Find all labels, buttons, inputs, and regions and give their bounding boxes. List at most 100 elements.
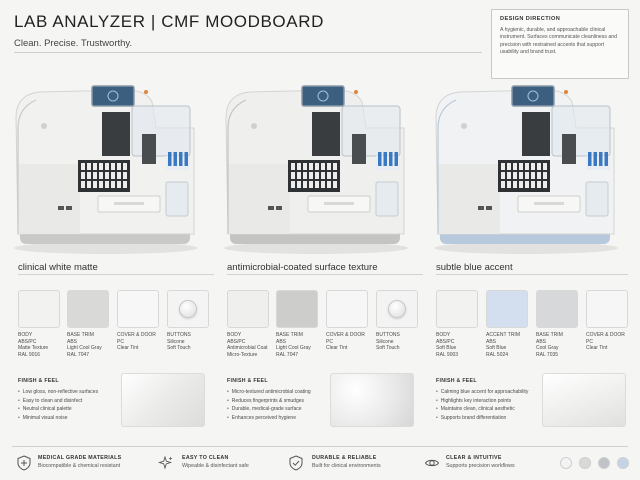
swatch-buttons: [167, 290, 209, 328]
swatch-body: [18, 290, 60, 328]
machine-screen: [511, 85, 555, 107]
drawer-handle: [324, 202, 354, 205]
sample-tube: [291, 181, 295, 188]
machine-edge-accent: [437, 99, 457, 234]
brand-logo-icon: [461, 123, 467, 129]
sample-tube: [303, 163, 307, 170]
finish-title: FINISH & FEEL: [227, 378, 268, 384]
feature-durable: DURABLE & RELIABLE Built for clinical en…: [312, 455, 381, 469]
reagent-tube: [173, 152, 177, 166]
swatch-label: BODY ABS/PC Antimicrobial Coat Micro-Tex…: [227, 332, 279, 358]
sample-tube: [501, 163, 505, 170]
reagent-rack: [586, 156, 610, 170]
swatch-line: Antimicrobial Coat: [227, 345, 268, 352]
sample-tube: [531, 172, 535, 179]
sample-tube: [513, 172, 517, 179]
swatch-line: PC: [586, 338, 593, 345]
sample-tube: [519, 172, 523, 179]
sample-tube: [111, 163, 115, 170]
machine-edge-accent: [227, 99, 247, 234]
texture-sample: [542, 373, 626, 427]
reagent-tube: [378, 152, 382, 166]
sample-tube: [123, 163, 127, 170]
usb-port: [486, 206, 492, 210]
status-light: [144, 90, 148, 94]
swatch-line: RAL 5024: [486, 351, 509, 358]
eye-icon: [424, 459, 440, 467]
sample-tube: [105, 163, 109, 170]
sample-tube: [309, 172, 313, 179]
sample-tube: [513, 181, 517, 188]
feature-subtitle: Supports precision workflows: [446, 463, 515, 469]
sample-tube: [93, 172, 97, 179]
sample-tube: [531, 181, 535, 188]
swatch-label: BASE TRIM ABS Cool Gray RAL 7035: [536, 332, 588, 358]
reagent-tube: [588, 152, 592, 166]
brand-logo-icon: [251, 123, 257, 129]
sample-tube: [87, 172, 91, 179]
finish-item: Durable, medical-grade surface: [227, 405, 311, 414]
swatch-label: COVER & DOOR PC Clear Tint: [326, 332, 378, 352]
sample-tube: [321, 181, 325, 188]
swatch-line: BODY: [18, 332, 33, 338]
sample-tube: [537, 163, 541, 170]
finish-list: Low gloss, non-reflective surfaces Easy …: [18, 388, 98, 422]
sample-rack: [288, 160, 340, 192]
sample-tube: [513, 163, 517, 170]
machine-screen: [91, 85, 135, 107]
reagent-tube: [389, 152, 393, 166]
machine-shadow: [224, 242, 408, 254]
finish-item: Low gloss, non-reflective surfaces: [18, 388, 98, 397]
swatch-line: Soft Touch: [376, 345, 400, 352]
swatch-line: BASE TRIM: [276, 332, 303, 338]
texture-sample: [121, 373, 205, 427]
page-tagline: Clean. Precise. Trustworthy.: [14, 38, 133, 49]
side-window: [165, 181, 189, 217]
swatch-line: Clear Tint: [326, 345, 348, 352]
variant-label: subtle blue accent: [436, 262, 513, 273]
sample-tube: [87, 163, 91, 170]
machine-screen: [301, 85, 345, 107]
variant-label: antimicrobial-coated surface texture: [227, 262, 378, 273]
variant-label: clinical white matte: [18, 262, 98, 273]
swatch-line: RAL 7047: [276, 351, 299, 358]
reagent-tube: [599, 152, 603, 166]
finish-list: Micro-textured antimicrobial coating Red…: [227, 388, 311, 422]
finish-item: Micro-textured antimicrobial coating: [227, 388, 311, 397]
sample-tube: [297, 172, 301, 179]
finish-list: Calming blue accent for approachability …: [436, 388, 529, 422]
sample-tube: [123, 172, 127, 179]
footer-divider: [12, 446, 628, 447]
reagent-rack: [166, 156, 190, 170]
sample-tube: [309, 181, 313, 188]
sample-tube: [111, 172, 115, 179]
feature-subtitle: Biocompatible & chemical resistant: [38, 463, 121, 469]
palette-dot: [560, 457, 572, 469]
swatch-line: BUTTONS: [167, 332, 191, 338]
palette-dot: [579, 457, 591, 469]
finish-item: Easy to clean and disinfect: [18, 397, 98, 406]
sample-tube: [99, 163, 103, 170]
sample-tube: [315, 163, 319, 170]
sample-tube: [117, 163, 121, 170]
feature-subtitle: Built for clinical environments: [312, 463, 381, 469]
sample-tube: [309, 163, 313, 170]
sample-tube: [519, 181, 523, 188]
analyzer-render-antimicrobial: [216, 68, 412, 258]
reagent-tube: [184, 152, 188, 166]
sample-tube: [543, 172, 547, 179]
swatch-line: ABS: [486, 338, 497, 345]
sample-tube: [327, 163, 331, 170]
finish-title: FINISH & FEEL: [18, 378, 59, 384]
shield-check-icon: [289, 455, 303, 471]
button-knob-icon: [388, 300, 406, 318]
sample-tube: [315, 181, 319, 188]
sample-tube: [525, 181, 529, 188]
swatch-line: ABS: [536, 338, 547, 345]
reagent-tube: [593, 152, 597, 166]
sample-tube: [543, 163, 547, 170]
sample-tube: [327, 181, 331, 188]
swatch-line: Soft Blue: [486, 345, 507, 352]
robotic-arm: [102, 112, 130, 156]
swatch-line: BODY: [227, 332, 242, 338]
